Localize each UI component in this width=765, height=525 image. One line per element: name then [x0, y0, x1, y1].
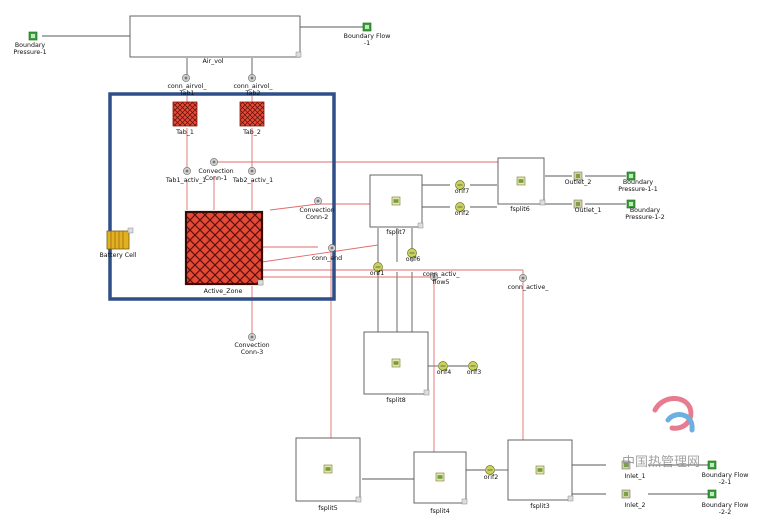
bf21-label-2: -2-1 — [719, 479, 732, 486]
cav2-label: conn_airvol_ — [233, 83, 273, 90]
conn-airvol-tab2[interactable]: conn_airvol_ Tab2 — [233, 73, 273, 97]
fsplit3-node[interactable]: fsplit3 — [507, 439, 574, 510]
link-active-f7 — [261, 244, 379, 263]
link-orifs-f8 — [377, 272, 413, 332]
active-zone-node[interactable]: Active_Zone — [184, 210, 264, 295]
bp12-label: Boundary — [630, 207, 661, 214]
ta2-label: Tab2_activ_1 — [232, 177, 273, 184]
boundary-pressure-1-1[interactable]: Boundary Pressure-1-1 — [618, 171, 658, 193]
cc1-label: Convection — [198, 168, 233, 175]
battery-cell-node[interactable]: Battery Cell — [99, 227, 137, 259]
bf1-label: Boundary Flow — [344, 33, 391, 40]
fsplit8-node[interactable]: fsplit8 — [363, 331, 430, 404]
conn-active-node[interactable]: conn_active_ — [508, 273, 550, 291]
red-links — [186, 94, 524, 452]
air-vol-node[interactable]: Air_vol — [129, 15, 302, 65]
bf21-label: Boundary Flow — [702, 472, 749, 479]
convection-conn-1[interactable]: Convection Conn-1 — [198, 157, 234, 182]
gray-links — [42, 26, 708, 495]
orif2-label: orif2 — [484, 474, 498, 481]
inlet-1-node[interactable]: Inlet_1 — [621, 460, 646, 480]
fsplit4-label: fsplit4 — [430, 508, 449, 515]
cav1-label-2: Tab1 — [179, 90, 195, 97]
inlet-2-node[interactable]: Inlet_2 — [621, 489, 646, 509]
watermark-logo — [652, 396, 695, 433]
cc3-label-2: Conn-3 — [241, 349, 264, 356]
battery-label: Battery Cell — [99, 252, 136, 259]
active-zone-label: Active_Zone — [204, 288, 243, 295]
conn-end-node[interactable]: conn_end — [312, 243, 342, 262]
fsplit7-node[interactable]: fsplit7 — [369, 174, 424, 236]
cc2-label-2: Conn-2 — [306, 214, 329, 221]
fsplit5-label: fsplit5 — [318, 505, 337, 512]
tab1-label: Tab_1 — [175, 129, 194, 136]
fsplit6-node[interactable]: fsplit6 — [497, 157, 546, 213]
bp11-label-2: Pressure-1-1 — [618, 186, 657, 193]
orif4-node[interactable]: orif4 — [437, 361, 451, 377]
bp12-label-2: Pressure-1-2 — [625, 214, 664, 221]
conn-airvol-tab1[interactable]: conn_airvol_ Tab1 — [167, 73, 207, 97]
conn-active-label: conn_active_ — [508, 284, 550, 291]
tab-2-node[interactable]: Tab_2 — [239, 101, 265, 136]
cav1-label: conn_airvol_ — [167, 83, 207, 90]
fsplit7-label: fsplit7 — [386, 229, 405, 236]
conn-activ-label: conn_activ_ — [423, 271, 461, 278]
fsplit4-node[interactable]: fsplit4 — [413, 451, 468, 515]
inlet1-label: Inlet_1 — [624, 473, 645, 480]
outlet-1-node[interactable]: Outlet_1 — [573, 199, 602, 214]
orif7-label: orif7 — [455, 188, 469, 195]
bp11-label: Boundary — [623, 179, 654, 186]
orif2-top-node[interactable]: orif2 — [455, 202, 469, 218]
boundary-pressure-1[interactable]: Boundary Pressure-1 — [13, 31, 47, 56]
boundary-flow-2-1[interactable]: Boundary Flow -2-1 — [702, 460, 749, 486]
orif3-node[interactable]: orif3 — [467, 361, 481, 377]
tab2-label: Tab_2 — [242, 129, 261, 136]
orif2top-label: orif2 — [455, 210, 469, 217]
outlet-2-node[interactable]: Outlet_2 — [565, 171, 592, 186]
convection-conn-3[interactable]: Convection Conn-3 — [234, 332, 270, 356]
orif2-node[interactable]: orif2 — [484, 465, 498, 482]
orif7-node[interactable]: orif7 — [455, 180, 469, 196]
cc1-label-2: Conn-1 — [205, 175, 228, 182]
air-vol-label: Air_vol — [202, 58, 223, 65]
outlet1-label: Outlet_1 — [575, 207, 602, 214]
watermark-text: 中国热管理网 — [622, 455, 700, 470]
conn-end-label: conn_end — [312, 255, 342, 262]
fsplit5-node[interactable]: fsplit5 — [295, 437, 362, 512]
outlet2-label: Outlet_2 — [565, 179, 592, 186]
fsplit3-label: fsplit3 — [530, 503, 549, 510]
bp1-label: Boundary — [15, 42, 46, 49]
boundary-flow-2-2[interactable]: Boundary Flow -2-2 — [702, 489, 749, 516]
bf22-label-2: -2-2 — [719, 509, 732, 516]
inlet2-label: Inlet_2 — [624, 502, 645, 509]
flow5-label: flow5 — [433, 279, 450, 286]
orif6-label: orif6 — [406, 256, 420, 263]
ta1-label: Tab1_activ_1 — [165, 177, 206, 184]
conn-activ-flow5[interactable]: conn_activ_ flow5 — [423, 271, 461, 286]
boundary-pressure-1-2[interactable]: Boundary Pressure-1-2 — [625, 199, 665, 221]
boundary-flow-1[interactable]: Boundary Flow -1 — [344, 22, 391, 47]
convection-conn-2[interactable]: Convection Conn-2 — [299, 196, 335, 221]
bf1-label-2: -1 — [364, 40, 370, 47]
orif4-label: orif4 — [437, 369, 451, 376]
module-frame[interactable] — [108, 92, 336, 301]
cc3-label: Convection — [234, 342, 269, 349]
tab-1-node[interactable]: Tab_1 — [172, 101, 198, 136]
orif1-node[interactable]: orif1 — [370, 262, 384, 278]
tab1-activ-1[interactable]: Tab1_activ_1 — [165, 166, 206, 184]
orif6-node[interactable]: orif6 — [406, 248, 420, 264]
bp1-label-2: Pressure-1 — [13, 49, 46, 56]
fsplit6-label: fsplit6 — [510, 206, 529, 213]
link-active-cc2 — [269, 203, 319, 211]
orif3-label: orif3 — [467, 369, 481, 376]
orif1-label: orif1 — [370, 270, 384, 277]
cav2-label-2: Tab2 — [245, 90, 261, 97]
cc2-label: Convection — [299, 207, 334, 214]
tab2-activ-1[interactable]: Tab2_activ_1 — [232, 166, 273, 184]
bf22-label: Boundary Flow — [702, 502, 749, 509]
fsplit8-label: fsplit8 — [386, 397, 405, 404]
